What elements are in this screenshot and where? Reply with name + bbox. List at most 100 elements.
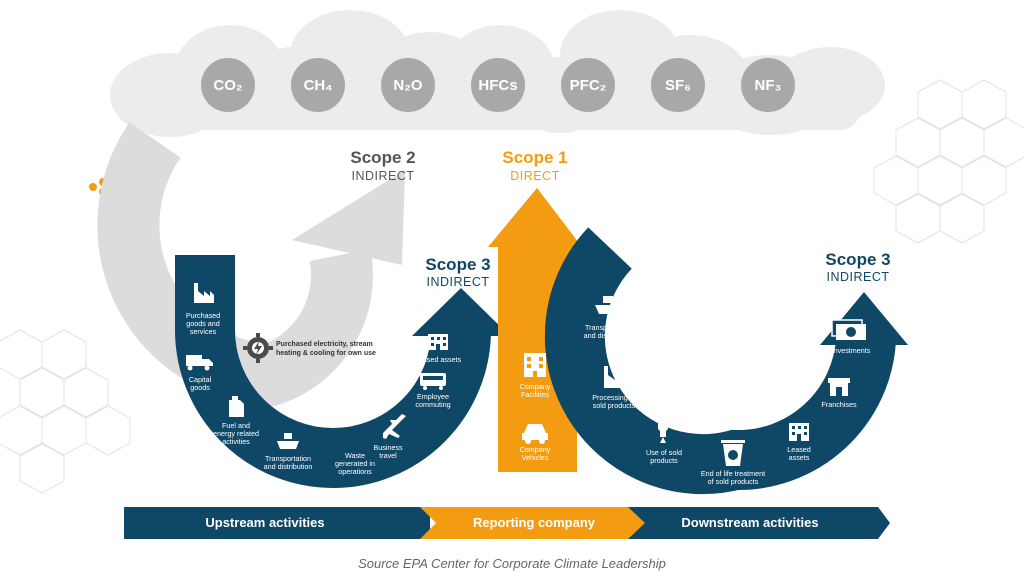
svg-text:services: services: [190, 327, 217, 336]
svg-text:heating & cooling for own use: heating & cooling for own use: [276, 350, 376, 357]
svg-text:Business: Business: [373, 443, 403, 452]
factory-icon: [194, 283, 214, 303]
svg-text:Scope 2: Scope 2: [350, 148, 415, 167]
svg-text:sold products: sold products: [593, 401, 636, 410]
purchased-electricity-item: Purchased electricity, stream heating & …: [243, 333, 376, 363]
upstream-items: Purchased goods and services Capital goo…: [186, 283, 462, 476]
svg-text:of sold products: of sold products: [708, 477, 759, 486]
airplane-icon: [383, 414, 406, 439]
factory-icon: [604, 366, 628, 388]
reporting-company-label: Reporting company: [473, 515, 596, 530]
svg-text:N₂O: N₂O: [393, 77, 422, 94]
svg-text:goods: goods: [190, 383, 210, 392]
svg-text:Fuel and: Fuel and: [222, 421, 250, 430]
svg-text:energy related: energy related: [213, 429, 259, 438]
gas-nf3: NF₃: [741, 58, 795, 112]
scope2-label: Scope 2 INDIRECT: [350, 148, 415, 183]
building-icon: [428, 334, 448, 350]
business-travel-item: Business travel: [373, 414, 406, 460]
svg-text:Purchased: Purchased: [186, 311, 220, 320]
company-vehicles-item: Company Vehicles: [520, 424, 551, 462]
scope1-items: Company Facilities Company Vehicles: [520, 353, 551, 462]
bus-icon: [420, 373, 446, 390]
building-icon: [524, 353, 546, 377]
svg-text:INDIRECT: INDIRECT: [826, 270, 889, 284]
svg-text:Leased: Leased: [787, 445, 811, 454]
svg-text:generated in: generated in: [335, 459, 375, 468]
svg-text:products: products: [650, 456, 678, 465]
svg-text:Processing of: Processing of: [592, 393, 636, 402]
hexagon-pattern-right: [873, 79, 1024, 244]
investments-item: Investments: [831, 319, 871, 355]
svg-text:Capital: Capital: [189, 375, 212, 384]
svg-text:Franchises: Franchises: [821, 400, 857, 409]
capital-goods-item: Capital goods: [186, 355, 213, 392]
ds-leased-assets-item: Leased assets: [787, 423, 811, 462]
ds-transportation-item: Transportation and distribution: [584, 296, 633, 340]
leased-assets-item: Leased assets: [415, 334, 462, 364]
processing-item: Processing of sold products: [592, 366, 636, 410]
svg-text:Scope 3: Scope 3: [825, 250, 890, 269]
svg-text:Scope 1: Scope 1: [502, 148, 567, 167]
fuel-energy-item: Fuel and energy related activities: [213, 396, 259, 446]
activity-band: Upstream activities Reporting company Do…: [124, 507, 890, 539]
end-of-life-item: End of life treatment of sold products: [701, 440, 765, 486]
svg-text:and distribution: and distribution: [264, 462, 313, 471]
gas-ch4: CH₄: [291, 58, 345, 112]
purchased-goods-item: Purchased goods and services: [186, 283, 220, 336]
svg-text:SF₆: SF₆: [665, 77, 691, 94]
franchises-item: Franchises: [821, 378, 857, 409]
svg-text:Use of sold: Use of sold: [646, 448, 682, 457]
svg-text:and distribution: and distribution: [584, 331, 633, 340]
gear-bolt-icon: [243, 333, 273, 363]
upstream-activities-label: Upstream activities: [205, 515, 324, 530]
svg-text:Leased assets: Leased assets: [415, 355, 462, 364]
svg-text:Waste: Waste: [345, 451, 365, 460]
gas-pfc2: PFC₂: [561, 58, 615, 112]
svg-text:Company: Company: [520, 382, 551, 391]
svg-text:Vehicles: Vehicles: [522, 453, 549, 462]
svg-text:commuting: commuting: [415, 400, 450, 409]
svg-text:INDIRECT: INDIRECT: [351, 169, 414, 183]
use-of-sold-item: Use of sold products: [646, 419, 682, 465]
svg-text:NF₃: NF₃: [755, 77, 782, 94]
upstream-arrow: [175, 255, 510, 488]
svg-text:Purchased electricity, stream: Purchased electricity, stream: [276, 341, 373, 348]
svg-text:CH₄: CH₄: [304, 77, 333, 94]
svg-text:HFCs: HFCs: [478, 77, 517, 94]
svg-text:Transportation: Transportation: [585, 323, 631, 332]
svg-text:operations: operations: [338, 467, 372, 476]
svg-text:Company: Company: [520, 445, 551, 454]
gas-sf6: SF₆: [651, 58, 705, 112]
downstream-items: Transportation and distribution Processi…: [584, 296, 871, 486]
scope1-label: Scope 1 DIRECT: [502, 148, 567, 183]
ship-icon: [595, 296, 621, 314]
svg-text:Facilities: Facilities: [521, 390, 549, 399]
waste-item: Waste generated in operations: [335, 451, 375, 476]
gas-circles: CO₂ CH₄ N₂O HFCs PFC₂ SF₆ NF₃: [201, 58, 795, 112]
scope3-downstream-label: Scope 3 INDIRECT: [825, 250, 890, 284]
scope1-arrow: [488, 188, 582, 472]
scope3-upstream-label: Scope 3 INDIRECT: [425, 255, 490, 289]
fuel-can-icon: [229, 396, 244, 417]
truck-icon: [186, 355, 213, 371]
svg-text:INDIRECT: INDIRECT: [426, 275, 489, 289]
company-facilities-item: Company Facilities: [520, 353, 551, 399]
svg-text:Employee: Employee: [417, 392, 449, 401]
hexagon-pattern-left: [0, 329, 131, 494]
svg-text:activities: activities: [222, 437, 250, 446]
gas-co2: CO₂: [201, 58, 255, 112]
source-caption: Source EPA Center for Corporate Climate …: [358, 556, 666, 571]
ship-icon: [277, 433, 299, 449]
svg-text:Transportation: Transportation: [265, 454, 311, 463]
store-icon: [828, 378, 850, 396]
recycle-bin-icon: [721, 440, 745, 466]
employee-commuting-item: Employee commuting: [415, 373, 451, 409]
money-icon: [831, 319, 866, 340]
downstream-activities-label: Downstream activities: [681, 515, 818, 530]
building-icon: [789, 423, 809, 441]
gas-n2o: N₂O: [381, 58, 435, 112]
svg-text:PFC₂: PFC₂: [570, 77, 607, 94]
car-icon: [522, 424, 548, 444]
svg-text:CO₂: CO₂: [213, 77, 242, 94]
